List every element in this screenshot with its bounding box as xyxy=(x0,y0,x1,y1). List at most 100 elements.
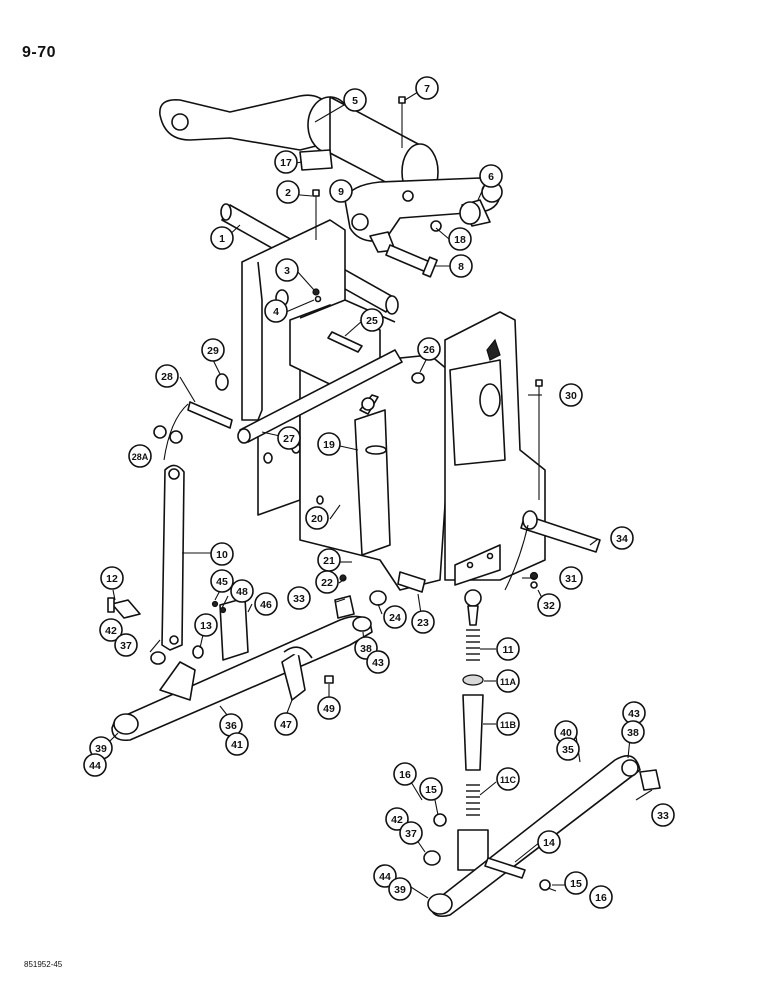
callout-35: 35 xyxy=(556,737,580,761)
svg-text:17: 17 xyxy=(280,157,292,169)
callout-30: 30 xyxy=(559,383,583,407)
callout-48: 48 xyxy=(230,579,254,603)
svg-text:38: 38 xyxy=(627,727,639,739)
bracket-part xyxy=(299,149,333,171)
callout-29: 29 xyxy=(201,338,225,362)
svg-text:2: 2 xyxy=(285,187,291,199)
small-hardware-group xyxy=(150,190,601,684)
svg-text:33: 33 xyxy=(293,593,305,605)
callout-1: 1 xyxy=(210,226,234,250)
callout-15a: 15 xyxy=(419,777,443,801)
bolts-group xyxy=(312,96,543,500)
callout-8: 8 xyxy=(449,254,473,278)
callout-42-lower: 42 xyxy=(385,807,409,831)
right-lower-link-part xyxy=(423,754,661,918)
callout-37-lower: 37 xyxy=(399,821,423,845)
lift-rod-part xyxy=(237,349,403,444)
callout-15b: 15 xyxy=(564,871,588,895)
svg-text:32: 32 xyxy=(543,600,555,612)
pin-part xyxy=(385,244,438,278)
callout-18: 18 xyxy=(448,227,472,251)
callout-33b: 33 xyxy=(651,803,675,827)
document-code: 851952-45 xyxy=(24,960,63,969)
callout-13: 13 xyxy=(194,613,218,637)
callout-44-left: 44 xyxy=(83,753,107,777)
svg-text:16: 16 xyxy=(595,892,607,904)
callout-27: 27 xyxy=(277,426,301,450)
svg-text:6: 6 xyxy=(488,171,494,183)
svg-text:33: 33 xyxy=(657,810,669,822)
lift-link-part xyxy=(161,464,185,651)
turnbuckle-assembly-part xyxy=(457,589,489,871)
svg-text:14: 14 xyxy=(543,837,555,849)
svg-text:18: 18 xyxy=(454,234,466,246)
callout-4: 4 xyxy=(264,299,288,323)
svg-text:44: 44 xyxy=(379,871,391,883)
callout-17: 17 xyxy=(274,150,298,174)
callout-39-bottom: 39 xyxy=(388,877,412,901)
svg-text:19: 19 xyxy=(323,439,335,451)
callout-33a: 33 xyxy=(287,586,311,610)
callout-23: 23 xyxy=(411,610,435,634)
svg-text:39: 39 xyxy=(394,884,406,896)
rear-mount-plate-part xyxy=(444,311,546,586)
svg-text:37: 37 xyxy=(120,640,132,652)
svg-text:35: 35 xyxy=(562,744,574,756)
callout-49: 49 xyxy=(317,696,341,720)
svg-text:11: 11 xyxy=(502,644,513,656)
callout-19: 19 xyxy=(317,432,341,456)
callout-42-upper: 42 xyxy=(99,618,123,642)
svg-text:11C: 11C xyxy=(500,775,517,785)
callout-37-upper: 37 xyxy=(114,633,138,657)
svg-text:8: 8 xyxy=(458,261,464,273)
svg-text:7: 7 xyxy=(424,83,430,95)
svg-text:44: 44 xyxy=(89,760,101,772)
callout-28: 28 xyxy=(155,364,179,388)
callout-11: 11 xyxy=(496,637,520,661)
svg-text:10: 10 xyxy=(216,549,228,561)
callout-14: 14 xyxy=(537,830,561,854)
callout-2: 2 xyxy=(276,180,300,204)
callout-24: 24 xyxy=(383,605,407,629)
callout-21: 21 xyxy=(317,548,341,572)
callout-12: 12 xyxy=(100,566,124,590)
svg-text:13: 13 xyxy=(200,620,212,632)
svg-text:45: 45 xyxy=(216,576,228,588)
callout-20: 20 xyxy=(305,506,329,530)
svg-text:12: 12 xyxy=(106,573,118,585)
svg-text:22: 22 xyxy=(321,577,333,589)
svg-text:49: 49 xyxy=(323,703,335,715)
svg-text:46: 46 xyxy=(260,599,272,611)
callout-22: 22 xyxy=(315,570,339,594)
callout-31: 31 xyxy=(559,566,583,590)
svg-text:28: 28 xyxy=(161,371,173,383)
callout-47: 47 xyxy=(274,712,298,736)
callout-16b: 16 xyxy=(589,885,613,909)
svg-text:23: 23 xyxy=(417,617,429,629)
callout-16a: 16 xyxy=(393,762,417,786)
svg-text:9: 9 xyxy=(338,186,344,198)
hydraulic-cylinder-part xyxy=(354,394,391,556)
svg-text:29: 29 xyxy=(207,345,219,357)
svg-text:47: 47 xyxy=(280,719,292,731)
callout-11a: 11A xyxy=(496,669,520,693)
svg-text:4: 4 xyxy=(273,306,279,318)
callout-5: 5 xyxy=(343,88,367,112)
callout-11b: 11B xyxy=(496,712,520,736)
callout-41: 41 xyxy=(225,732,249,756)
svg-text:5: 5 xyxy=(352,95,358,107)
svg-text:42: 42 xyxy=(391,814,403,826)
pin-12-part xyxy=(107,597,141,619)
svg-text:26: 26 xyxy=(423,344,435,356)
svg-text:43: 43 xyxy=(628,708,640,720)
svg-text:28A: 28A xyxy=(132,452,149,462)
svg-text:41: 41 xyxy=(231,739,243,751)
callout-46: 46 xyxy=(254,592,278,616)
callout-28a: 28A xyxy=(128,444,152,468)
callout-45: 45 xyxy=(210,569,234,593)
svg-text:21: 21 xyxy=(323,555,335,567)
callout-32: 32 xyxy=(537,593,561,617)
svg-text:15: 15 xyxy=(570,878,582,890)
